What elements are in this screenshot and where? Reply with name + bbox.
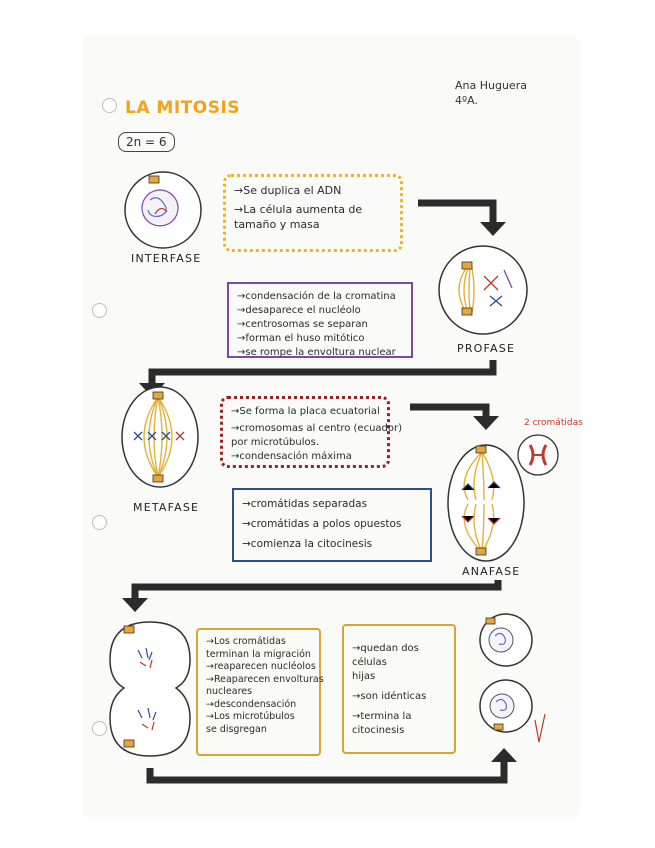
metafase-notes: →Se forma la placa ecuatorial →cromosoma… (220, 396, 403, 468)
note-line: nucleares (206, 686, 253, 697)
daughter-cell-bottom (479, 679, 533, 733)
citocinesis-notes: →quedan dos células hijas →son idénticas… (342, 624, 456, 754)
arrowhead (480, 222, 506, 236)
note-line: →desaparece el nucléolo (237, 305, 361, 316)
note-line: se disgregan (206, 723, 267, 735)
note-line: →reaparecen nucléolos (206, 661, 316, 672)
note-line: →Se forma la placa ecuatorial (231, 406, 380, 417)
note-line: →La célula aumenta de (234, 203, 363, 216)
note-line: →Reaparecen envolturas (206, 673, 324, 685)
cell-metafase (121, 386, 199, 488)
arrow-interfase-profase (418, 199, 497, 222)
note-line: →quedan dos (352, 643, 419, 654)
arrow-profase-metafase (148, 360, 497, 383)
interfase-notes: →Se duplica el ADN →La célula aumenta de… (223, 174, 403, 252)
phase-label-interfase: INTERFASE (131, 252, 202, 265)
author-group: 4ºA. (455, 94, 479, 107)
check-mark (534, 713, 546, 743)
binder-hole (102, 98, 117, 113)
anafase-notes: →cromátidas separadas →cromátidas a polo… (232, 488, 432, 562)
arrow-metafase-anafase (410, 403, 490, 416)
phase-label-profase: PROFASE (457, 342, 516, 355)
note-line: →cromátidas a polos opuestos (242, 518, 402, 530)
binder-hole (92, 721, 107, 736)
note-line: por microtúbulos. (231, 437, 320, 448)
note-line: →descondensación (206, 698, 297, 710)
note-line: hijas (352, 671, 376, 682)
binder-hole (92, 515, 107, 530)
note-line: →Los cromátidas (206, 636, 286, 647)
arrow-telofase-citocinesis (146, 762, 508, 784)
phase-label-anafase: ANAFASE (462, 565, 521, 578)
cell-interfase (124, 171, 202, 249)
note-line: →Los microtúbulos (206, 711, 295, 722)
note-line: células (352, 657, 387, 668)
arrow-anafase-telofase (131, 580, 502, 598)
ploidy-badge: 2n = 6 (118, 132, 175, 152)
page-title: LA MITOSIS (125, 98, 241, 118)
note-line: →son idénticas (352, 691, 427, 702)
note-line: citocinesis (352, 725, 405, 736)
flow-arrows (131, 199, 508, 784)
arrowhead (491, 748, 517, 762)
cell-profase (438, 245, 528, 335)
chromatid-detail (517, 434, 559, 476)
note-line: →forman el huso mitótico (237, 333, 365, 344)
telofase-notes: →Los cromátidas terminan la migración →r… (196, 628, 324, 756)
note-line: →termina la (352, 711, 412, 722)
note-line: →se rompe la envoltura nuclear (237, 347, 396, 358)
phase-label-metafase: METAFASE (133, 501, 200, 514)
note-line: →Se duplica el ADN (234, 184, 342, 197)
note-line: →cromosomas al centro (ecuador) (231, 423, 403, 434)
author-block: Ana Huguera 4ºA. (455, 78, 527, 108)
daughter-cell-top (479, 613, 533, 667)
profase-notes: →condensación de la cromatina →desaparec… (227, 282, 413, 358)
cell-anafase (447, 444, 525, 562)
note-line: terminan la migración (206, 648, 311, 660)
note-line: →cromátidas separadas (242, 498, 368, 510)
note-line: tamaño y masa (234, 218, 320, 231)
note-line: →comienza la citocinesis (242, 538, 373, 550)
arrowhead (122, 598, 148, 612)
arrowhead (473, 416, 499, 430)
note-line: →condensación de la cromatina (237, 291, 396, 302)
author-name: Ana Huguera (455, 79, 527, 92)
note-line: →centrosomas se separan (237, 319, 368, 330)
chromatid-note: 2 cromátidas (524, 418, 583, 428)
note-line: →condensación máxima (231, 451, 352, 462)
cell-telofase (109, 621, 191, 757)
binder-hole (92, 303, 107, 318)
